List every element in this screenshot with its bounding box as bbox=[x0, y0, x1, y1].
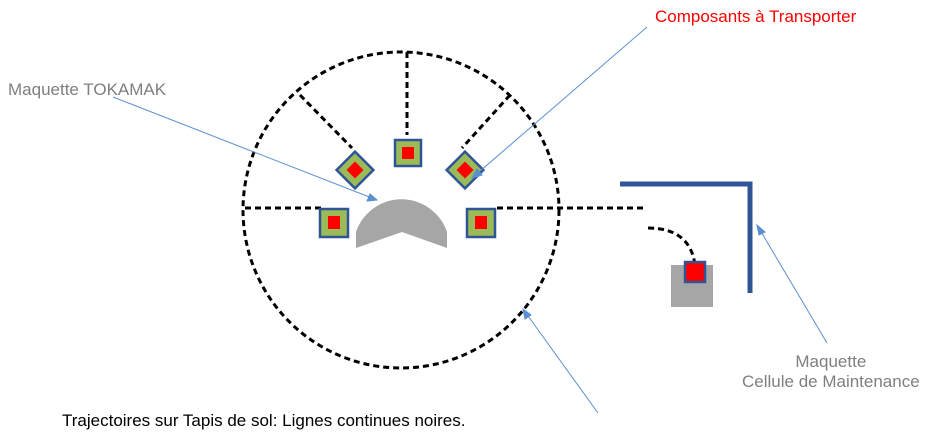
component-right bbox=[465, 207, 497, 239]
label-maintenance-line2: Cellule de Maintenance bbox=[742, 372, 920, 391]
maintenance-cell-wall bbox=[620, 181, 753, 293]
pointer-trajectoires bbox=[522, 308, 599, 414]
component-top bbox=[393, 138, 423, 168]
component-in-maintenance bbox=[683, 260, 707, 284]
label-tokamak: Maquette TOKAMAK bbox=[8, 80, 167, 99]
label-composants: Composants à Transporter bbox=[655, 7, 857, 26]
trajectory-to-maintenance bbox=[647, 226, 697, 266]
trajectory-upper-left bbox=[298, 93, 354, 150]
label-trajectoires: Trajectoires sur Tapis de sol: Lignes co… bbox=[62, 411, 466, 430]
pointer-maintenance bbox=[756, 224, 828, 344]
label-maintenance-line1: Maquette bbox=[795, 352, 867, 371]
pointer-lines bbox=[112, 26, 828, 414]
component-upper-left bbox=[334, 149, 376, 191]
pointer-composants bbox=[471, 26, 648, 179]
tokamak-model bbox=[356, 199, 447, 248]
trajectory-upper-right bbox=[460, 93, 512, 150]
component-left bbox=[318, 207, 350, 239]
trajectory-circle bbox=[241, 50, 561, 370]
pointer-tokamak bbox=[112, 96, 378, 201]
label-maintenance: Maquette Cellule de Maintenance bbox=[742, 352, 920, 392]
component-upper-right bbox=[444, 149, 486, 191]
radial-trajectories bbox=[245, 52, 697, 266]
